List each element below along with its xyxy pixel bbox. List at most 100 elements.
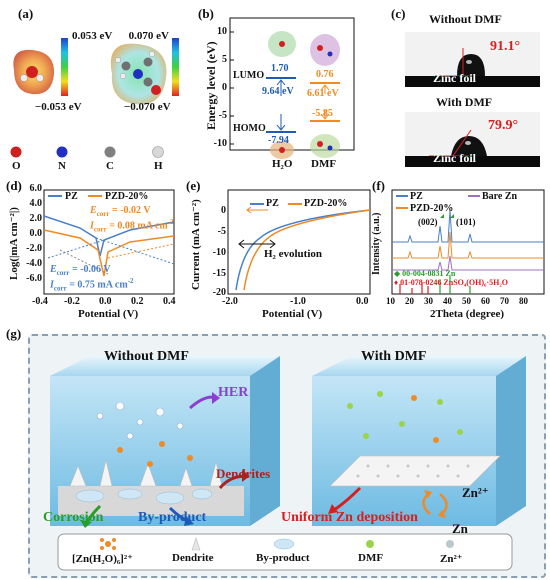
ref-zn: ◆ 00-004-0831 Zn xyxy=(394,269,456,278)
panel-e-ytick: -20 xyxy=(212,287,226,298)
legend-pzd-e: PZD-20% xyxy=(304,198,348,209)
legend-n-dot xyxy=(56,146,68,158)
legend-zn2-label: Zn²⁺ xyxy=(440,553,463,565)
panel-a-label: (a) xyxy=(18,6,34,21)
panel-b-ytick: 10 xyxy=(217,26,227,37)
dmf-lumo-value: 0.76 xyxy=(316,69,334,80)
uniform-deposition-label: Uniform Zn deposition xyxy=(281,510,418,525)
dmf-scale-max: 0.070 eV xyxy=(128,30,169,42)
contact-angle-image-without xyxy=(405,32,540,87)
ref-znso4: ♦ 01-078-0246 ZnSO₄(OH)₆·5H₂O xyxy=(394,278,508,287)
hydrogen-atom xyxy=(36,74,44,82)
zinc-foil-label-without: Zinc foil xyxy=(433,71,477,85)
panel-e-ytick: -15 xyxy=(212,268,226,279)
panel-e-xlabel: Potential (V) xyxy=(262,308,323,320)
panel-f-xtick: 50 xyxy=(462,296,471,306)
legend-o-dot xyxy=(10,146,22,158)
panel-f-xtick: 10 xyxy=(386,296,395,306)
schematic-illustration xyxy=(50,356,526,571)
h2o-scale-min: −0.053 eV xyxy=(35,101,82,113)
panel-d-ytick: -4.0 xyxy=(26,258,42,269)
legend-dmf-label: DMF xyxy=(358,552,384,564)
panel-d-xtick: -0.2 xyxy=(64,296,80,307)
contact-without-title: Without DMF xyxy=(429,12,502,26)
peak-101: (101) xyxy=(456,217,476,227)
panel-d-xtick: 0.2 xyxy=(131,296,144,307)
contact-angle-image-with xyxy=(405,112,540,167)
zinc-foil-label-with: Zinc foil xyxy=(433,151,477,165)
panel-d-ytick: 6.0 xyxy=(29,183,43,194)
panel-d-xlabel: Potential (V) xyxy=(78,308,139,320)
dmf-homo-orbital xyxy=(310,134,340,158)
legend-pzd-d: PZD-20% xyxy=(105,191,149,202)
legend-dendrite-label: Dendrite xyxy=(172,552,214,564)
panel-b-ytick: 0 xyxy=(222,82,227,93)
dmf-lumo-orbital xyxy=(310,34,340,66)
legend-pz-d: PZ xyxy=(65,191,78,202)
ecorr-pzd-text: Ecorr = -0.02 V xyxy=(90,205,151,218)
panel-b-ytick: 5 xyxy=(222,54,227,65)
h2o-colorbar xyxy=(61,38,68,96)
homo-label: HOMO xyxy=(233,123,266,134)
hydrogen-atom xyxy=(148,50,156,58)
legend-byproduct-label: By-product xyxy=(256,552,310,564)
panel-d-xtick: 0.4 xyxy=(163,296,176,307)
contact-angle-without: 91.1° xyxy=(490,39,521,54)
panel-e-ytick: 0 xyxy=(221,205,226,216)
h2o-name: H₂O xyxy=(272,158,293,170)
hydrogen-atom xyxy=(119,72,127,80)
panel-f-label: (f) xyxy=(372,178,385,193)
panel-d-xtick: 0.0 xyxy=(99,296,112,307)
panel-d-ytick: -6.0 xyxy=(26,273,42,284)
panel-c-label: (c) xyxy=(391,6,406,21)
hydrogen-atom xyxy=(20,74,28,82)
panel-e-ylabel: Current (mA cm⁻²) xyxy=(190,199,202,290)
panel-d-ytick: 2.0 xyxy=(29,213,43,224)
legend-c-label: C xyxy=(106,160,114,172)
h2-evolution-label: H₂ evolution xyxy=(264,248,322,260)
legend-n-label: N xyxy=(58,160,66,172)
panel-b-ytick: -10 xyxy=(213,138,227,149)
oxygen-atom xyxy=(26,66,38,78)
panel-e-xtick: -2.0 xyxy=(222,296,238,307)
schematic-right-title: With DMF xyxy=(361,349,427,364)
zn2-label-schematic: Zn²⁺ xyxy=(462,485,489,500)
carbon-atom xyxy=(121,61,131,71)
panel-d-ytick: 0.0 xyxy=(29,228,43,239)
h2o-scale-max: 0.053 eV xyxy=(72,30,113,42)
ecorr-pz-text: Ecorr = -0.06 V xyxy=(50,264,111,277)
dmf-scale-min: −0.070 eV xyxy=(124,101,171,113)
oxygen-atom xyxy=(151,85,161,95)
panel-d-ytick: -2.0 xyxy=(26,243,42,254)
byproduct-label: By-product xyxy=(138,510,207,525)
panel-f-xtick: 20 xyxy=(405,296,414,306)
dmf-name: DMF xyxy=(311,158,337,170)
peak-002: (002) xyxy=(418,217,438,227)
zn-label-schematic: Zn xyxy=(452,521,468,536)
legend-pz-f: PZ xyxy=(410,191,423,202)
legend-c-dot xyxy=(104,146,116,158)
panel-f-xtick: 40 xyxy=(443,296,452,306)
h2o-gap-value: 9.64 eV xyxy=(262,86,294,97)
panel-f-xlabel: 2Theta (degree) xyxy=(430,308,505,320)
panel-f-xtick: 70 xyxy=(500,296,509,306)
panel-b-label: (b) xyxy=(198,6,214,21)
legend-h-label: H xyxy=(154,160,163,172)
legend-bare-zn: Bare Zn xyxy=(482,191,518,202)
panel-e-xtick: -1.0 xyxy=(290,296,306,307)
panel-f-xrd-plot xyxy=(391,189,545,295)
panel-a-esp-figure xyxy=(10,38,179,158)
panel-d-ytick: 4.0 xyxy=(29,198,43,209)
her-label: HER xyxy=(218,385,249,400)
panel-g-label: (g) xyxy=(6,326,22,341)
panel-f-xtick: 80 xyxy=(519,296,528,306)
legend-pzd-f: PZD-20% xyxy=(410,203,454,214)
panel-e-ytick: -10 xyxy=(212,247,226,258)
contact-with-title: With DMF xyxy=(436,95,493,109)
icorr-pz-text: Icorr = 0.75 mA cm-2 xyxy=(50,277,134,293)
panel-f-xtick: 30 xyxy=(424,296,433,306)
panel-f-xtick: 60 xyxy=(481,296,490,306)
panel-d-label: (d) xyxy=(6,178,22,193)
legend-pz-e: PZ xyxy=(266,198,279,209)
dendrites-label: Dendrites xyxy=(216,466,271,481)
